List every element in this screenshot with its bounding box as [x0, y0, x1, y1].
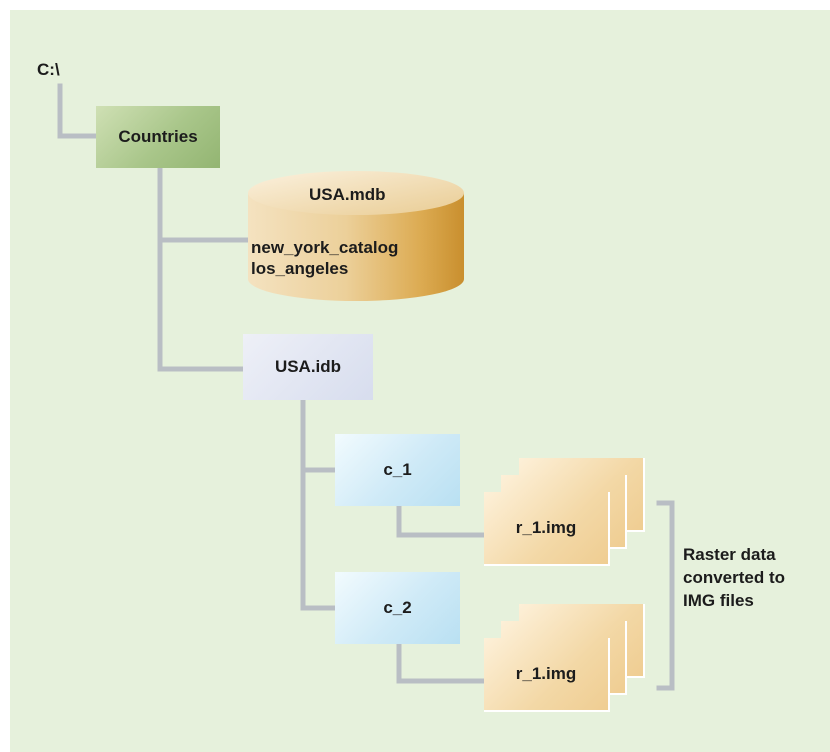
connector-countries-trunk	[157, 165, 246, 372]
connector-c1-raster	[396, 503, 487, 538]
raster-bracket	[656, 500, 675, 691]
countries-folder-label: Countries	[118, 127, 198, 146]
mdb-item-los-angeles: los_angeles	[251, 259, 349, 278]
mdb-cylinder	[248, 171, 464, 301]
countries-folder[interactable]: Countries	[96, 106, 220, 168]
connector-root-countries	[57, 83, 99, 139]
raster-file-c2[interactable]: r_1.img	[484, 638, 610, 712]
catalog-c1-box[interactable]: c_1	[335, 434, 460, 506]
catalog-c2-box[interactable]: c_2	[335, 572, 460, 644]
raster-conversion-note: Raster data converted to IMG files	[683, 543, 823, 612]
raster-stack-c2: r_1.img	[484, 604, 647, 712]
catalog-c2-label: c_2	[383, 598, 412, 617]
catalog-c1-label: c_1	[383, 460, 412, 479]
raster-file-c1-label: r_1.img	[515, 518, 577, 537]
connector-c2-raster	[396, 641, 487, 684]
note-line-3: IMG files	[683, 591, 754, 610]
note-line-1: Raster data	[683, 545, 776, 564]
raster-file-c2-label: r_1.img	[515, 664, 577, 683]
image-database-label: USA.idb	[274, 357, 342, 376]
root-drive-label: C:\	[37, 60, 60, 79]
raster-file-c1[interactable]: r_1.img	[484, 492, 610, 566]
mdb-name: USA.mdb	[309, 185, 386, 204]
note-line-2: converted to	[683, 568, 786, 587]
image-database-box[interactable]: USA.idb	[243, 334, 373, 400]
mdb-item-new-york-catalog: new_york_catalog	[251, 238, 399, 257]
raster-stack-c1: r_1.img	[484, 458, 647, 566]
connector-idb-catalogs	[300, 397, 338, 611]
